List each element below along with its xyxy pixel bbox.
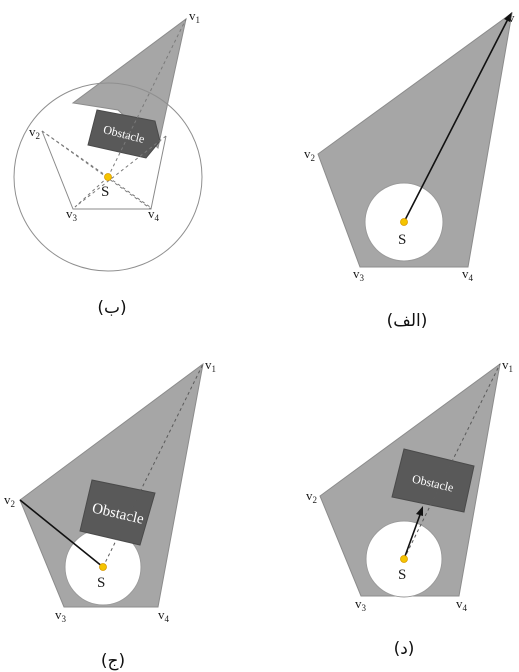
panel-b-ray-v2-v4: [41, 130, 152, 210]
panel-b-v4-label: v4: [148, 206, 160, 223]
panel-d-obstacle: [391, 448, 475, 513]
panel-b-region: [71, 17, 187, 149]
panel-d: Obstacle S v1 v2 v3 v4 (د): [306, 357, 513, 659]
panel-a-caption: (الف): [387, 311, 428, 331]
panel-a-source-label: S: [398, 232, 406, 248]
panel-d-arrow: [403, 511, 422, 560]
panel-c-source-dot: [99, 563, 107, 571]
panel-b-v2-label: v2: [29, 124, 40, 141]
panel-b-v1-label: v1: [189, 8, 200, 25]
panel-b-source-dot: [104, 173, 112, 181]
panel-c-caption: (ج): [101, 651, 125, 671]
panel-c: Obstacle S v1 v2 v3 v4 (ج): [4, 357, 216, 671]
panel-c-dashed-ray: [102, 363, 204, 568]
panel-b-range-circle: [13, 82, 203, 272]
panel-d-v3-label: v3: [355, 596, 367, 613]
panel-b: Obstacle S v1 v2 v3 v4 (ب): [13, 8, 203, 318]
panel-c-source-label: S: [97, 575, 105, 591]
panel-a-region: [317, 11, 513, 268]
panel-a: S v v2 v3 v4 (الف): [304, 10, 515, 331]
panel-b-caption: (ب): [97, 298, 126, 318]
panel-b-ray-v1: [107, 18, 187, 178]
panel-a-v4-label: v4: [462, 266, 474, 283]
panel-d-caption: (د): [394, 639, 415, 659]
panel-a-arrowhead: [504, 12, 512, 22]
panel-d-v1-label: v1: [502, 357, 513, 374]
panel-b-ray-v3: [74, 176, 109, 208]
panel-a-source-dot: [400, 218, 408, 226]
panel-c-v3-label: v3: [55, 607, 67, 624]
panel-b-obstacle: [87, 109, 161, 159]
panel-a-arrow: [403, 16, 510, 223]
panel-d-v2-label: v2: [306, 488, 317, 505]
panel-a-v1-label: v: [508, 10, 515, 25]
panel-c-v2-label: v2: [4, 492, 15, 509]
panel-c-v4-label: v4: [158, 607, 170, 624]
panel-a-v3-label: v3: [353, 266, 365, 283]
panel-d-dashed-ray: [403, 363, 501, 560]
panel-d-arrowhead: [416, 506, 423, 516]
panel-a-v2-label: v2: [304, 146, 315, 163]
panel-b-outline: [41, 130, 167, 210]
panel-d-v4-label: v4: [456, 596, 468, 613]
panel-d-source-label: S: [398, 567, 406, 583]
panel-b-v3-label: v3: [66, 206, 78, 223]
panel-b-source-label: S: [101, 184, 109, 200]
panel-c-obstacle: [79, 479, 156, 546]
panel-b-ray-v4: [107, 176, 151, 208]
panel-c-solid-ray: [19, 499, 104, 568]
panel-c-v1-label: v1: [205, 357, 216, 374]
panel-b-ray-v4-v2b: [74, 135, 167, 208]
panel-d-source-dot: [400, 555, 408, 563]
